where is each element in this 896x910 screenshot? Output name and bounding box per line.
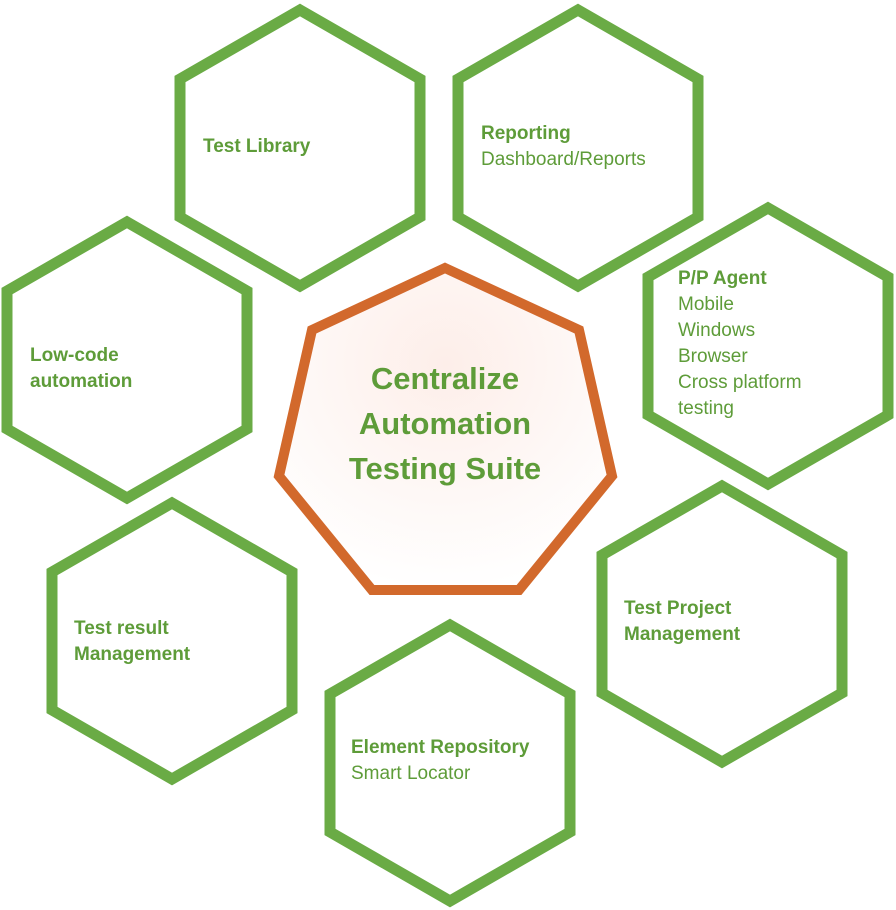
node-element-repository: Element Repository Smart Locator	[351, 735, 529, 787]
node-reporting: Reporting Dashboard/Reports	[481, 121, 646, 173]
node-title: Low-code	[30, 345, 119, 366]
node-title: Management	[74, 644, 191, 665]
node-test-project: Test Project Management	[624, 596, 740, 648]
node-subtitle: Smart Locator	[351, 763, 471, 784]
heptagon-center	[273, 262, 618, 595]
node-title: Reporting	[481, 123, 571, 144]
node-test-library: Test Library	[203, 134, 310, 160]
hexagon-element-repository	[324, 618, 576, 908]
node-subtitle: Mobile	[678, 294, 734, 315]
center-line: Automation	[358, 406, 532, 441]
node-pp-agent: P/P Agent Mobile Windows Browser Cross p…	[678, 266, 802, 422]
node-title: Test Project	[624, 598, 732, 619]
node-subtitle: Browser	[678, 346, 748, 367]
hexagon-test-library	[174, 3, 426, 293]
center-line: Centralize	[370, 361, 520, 396]
hexagon-test-project	[596, 479, 848, 769]
hexagon-low-code	[1, 215, 253, 505]
node-test-result: Test result Management	[74, 616, 190, 668]
node-title: Management	[624, 624, 741, 645]
node-subtitle: Cross platform	[678, 372, 802, 393]
hexagon-test-result	[46, 496, 298, 786]
node-subtitle: Windows	[678, 320, 756, 341]
node-title: P/P Agent	[678, 268, 767, 289]
node-low-code: Low-code automation	[30, 343, 132, 395]
center-title: Centralize Automation Testing Suite	[300, 356, 590, 491]
node-subtitle: Dashboard/Reports	[481, 149, 646, 170]
node-subtitle: testing	[678, 398, 734, 419]
node-title: Test result	[74, 618, 169, 639]
center-line: Testing Suite	[348, 451, 542, 486]
node-title: Element Repository	[351, 737, 530, 758]
hexagon-pp-agent	[642, 201, 894, 491]
node-title: Test Library	[203, 136, 311, 157]
hexagon-reporting	[452, 3, 704, 293]
node-title: automation	[30, 371, 133, 392]
